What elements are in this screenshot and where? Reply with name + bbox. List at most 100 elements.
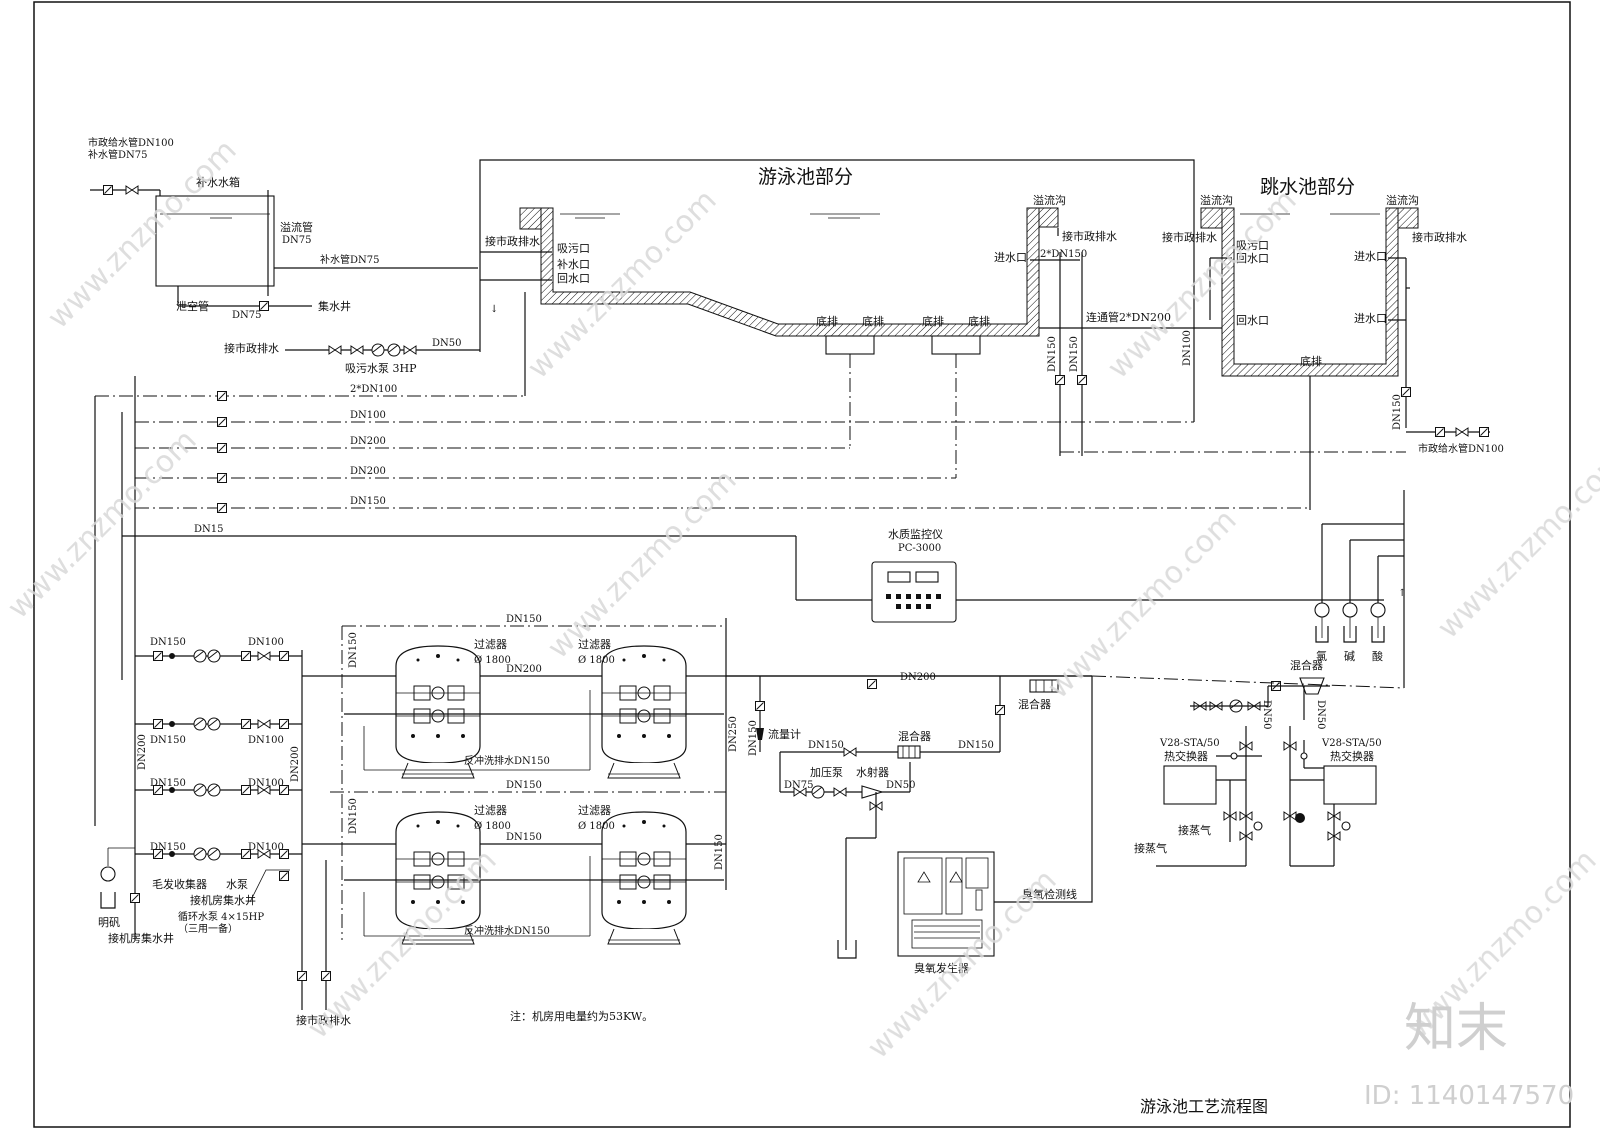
svg-text:↑: ↑ [1398, 588, 1406, 599]
ozone-dn50-label: DN50 [886, 780, 916, 791]
ozone-system-group: 流量计 DN150 DN150 混合器 DN150 混合器 DN75 加压泵 水… [748, 676, 1093, 975]
power-note: 注：机房用电量约为53KW。 [510, 1009, 653, 1023]
makeup-port-label: 补水口 [557, 258, 590, 271]
connect-pipe-label: 连通管2*DN200 [1086, 310, 1171, 324]
pool-drain-left-label: 接市政排水 [485, 234, 540, 248]
watermark-site-6: www.znzmo.com [1041, 503, 1244, 706]
bottom-drain-4: 底排 [968, 314, 990, 328]
suction-pump-icon-2 [387, 343, 401, 357]
pump-dn100-1: DN100 [248, 637, 284, 648]
chemical-dosing-group: 氯 碱 酸 ↑ 混合器 DN50 DN50 [1261, 490, 1406, 730]
chlorine-label: 氯 [1316, 649, 1327, 663]
pump-dn100-3: DN100 [248, 778, 284, 789]
vertical-dn100: DN100 [1182, 330, 1193, 366]
pipe-label-dn150: DN150 [350, 496, 386, 507]
suction-pump-dn-label: DN50 [432, 338, 462, 349]
chem-mixer-label: 混合器 [1290, 658, 1323, 672]
diving-overflow-left: 溢流沟 [1200, 193, 1233, 207]
diving-suction-port: 吸污口 [1236, 239, 1269, 252]
dn250-label: DN250 [728, 716, 739, 752]
chem-dn50-label: DN50 [1315, 700, 1326, 730]
filter-group: DN150 DN150 DN200 过滤器 Ø 1800 过滤器 Ø 1800 … [302, 614, 1092, 945]
chem-dn50b-label: DN50 [1261, 700, 1272, 730]
circulation-pump-label: 循环水泵 4×15HP [178, 910, 264, 923]
main-pipes: 2*DN100 DN100 DN200 DN200 DN150 DN15 [94, 354, 1406, 940]
pipe-label-dn15: DN15 [194, 524, 224, 535]
diving-pool-wall [1221, 207, 1399, 377]
watermark-site-10: www.znzmo.com [1431, 443, 1600, 646]
makeup-pipe-spec-label: 补水管DN75 [88, 148, 148, 161]
hair-collector-label: 毛发收集器 [152, 877, 207, 891]
dn200-mid: DN200 [506, 664, 542, 675]
diving-drain-right: 接市政排水 [1412, 230, 1467, 244]
mixer2-label: 混合器 [1018, 697, 1051, 711]
bottom-drain-2: 底排 [862, 314, 884, 328]
drain-pipe-dn-label: DN75 [232, 310, 262, 321]
gate-valve-icon-2 [403, 345, 417, 355]
ozone-dn150-label: DN150 [748, 720, 759, 756]
diving-overflow-right: 溢流沟 [1386, 193, 1419, 207]
return-port-label: 回水口 [557, 272, 590, 285]
dn150-mid: DN150 [506, 832, 542, 843]
drawing-title: 游泳池工艺流程图 [1140, 1097, 1268, 1116]
booster-pump-label: 加压泵 [810, 766, 843, 779]
pump-dn100-4: DN100 [248, 842, 284, 853]
gate-valve-icon [328, 345, 342, 355]
steam-label-2: 接蒸气 [1134, 841, 1167, 855]
ozone-dn75-label: DN75 [784, 780, 814, 791]
pool-inlet-label: 进水口 [994, 251, 1027, 264]
pump-group: DN150 DN100 DN150 DN100 DN150 DN100 DN15… [98, 637, 351, 1027]
sump-left-label: 接机房集水井 [108, 931, 174, 945]
suction-pump-label: 吸污水泵 3HP [345, 362, 417, 375]
pipe-label-2dn100: 2*DN100 [350, 384, 397, 395]
watermark-logo: 知末 [1404, 999, 1508, 1059]
filter-label-1: 过滤器 [474, 638, 507, 651]
pipe-label-dn100: DN100 [350, 410, 386, 421]
diving-supply-label: 市政给水管DN100 [1418, 442, 1504, 455]
dn150-side1: DN150 [348, 632, 359, 668]
monitor-label: 水质监控仪 [888, 527, 943, 541]
dn150-top1: DN150 [506, 614, 542, 625]
diving-inlet-2: 进水口 [1354, 312, 1387, 325]
ozone-dn150b-label: DN150 [808, 740, 844, 751]
filter-label-2: 过滤器 [578, 638, 611, 651]
dn150-side2: DN150 [348, 798, 359, 834]
mixer1-label: 混合器 [898, 729, 931, 743]
diving-return-port-2: 回水口 [1236, 314, 1269, 327]
filter-size-1: Ø 1800 [474, 655, 511, 666]
makeup-tank-label: 补水水箱 [196, 175, 240, 189]
pool-drain-right-label: 接市政排水 [1062, 229, 1117, 243]
diving-pool-group: 跳水池部分 溢流沟 溢流沟 接市政排水 接市政排水 吸污口 回水口 回水口 进水… [1162, 176, 1504, 510]
pipe-label-dn200-a: DN200 [350, 436, 386, 447]
dn150-ozone-label: DN150 [958, 740, 994, 751]
supply-valve-icon [103, 185, 113, 195]
hx1-model: V28-STA/50 [1159, 738, 1220, 749]
alkali-label: 碱 [1344, 650, 1355, 663]
swimming-pool-group: 游泳池部分 接市政排水 吸污口 补水口 回水口 溢流沟 接市政排水 进水口 2*… [224, 166, 1226, 396]
filter-size-3: Ø 1800 [474, 821, 511, 832]
dn150-top2: DN150 [506, 780, 542, 791]
swimming-pool-title: 游泳池部分 [758, 166, 853, 188]
filter-label-4: 过滤器 [578, 804, 611, 817]
makeup-tank-group: 市政给水管DN100 补水管DN75 补水水箱 溢流管 DN75 补水管DN75… [88, 136, 478, 321]
diving-supply-dn: DN150 [1392, 394, 1403, 430]
pump-dn150-3: DN150 [150, 778, 186, 789]
ejector-label: 水射器 [856, 765, 889, 779]
suction-pump-icon [371, 343, 385, 357]
dn200-main-label: DN200 [900, 672, 936, 683]
dn200-vertical-label-2: DN200 [290, 746, 301, 782]
pool-wall [540, 207, 1040, 337]
pump-dn150-4: DN150 [150, 842, 186, 853]
hx1-label: 热交换器 [1164, 749, 1208, 763]
hx2-label: 热交换器 [1330, 749, 1374, 763]
filter-label-3: 过滤器 [474, 804, 507, 817]
bottom-drain-1: 底排 [816, 314, 838, 328]
diving-bottom-drain: 底排 [1300, 354, 1322, 368]
vertical-dn150-a: DN150 [1047, 336, 1058, 372]
filter-size-2: Ø 1800 [578, 655, 615, 666]
ozone-generator-label: 臭氧发生器 [914, 961, 969, 975]
ozone-detect-label: 臭氧检测线 [1022, 887, 1077, 901]
drawing-frame [33, 1, 1571, 1128]
overflow-pipe-label: 溢流管 [280, 220, 313, 234]
svg-text:↓: ↓ [490, 304, 498, 315]
